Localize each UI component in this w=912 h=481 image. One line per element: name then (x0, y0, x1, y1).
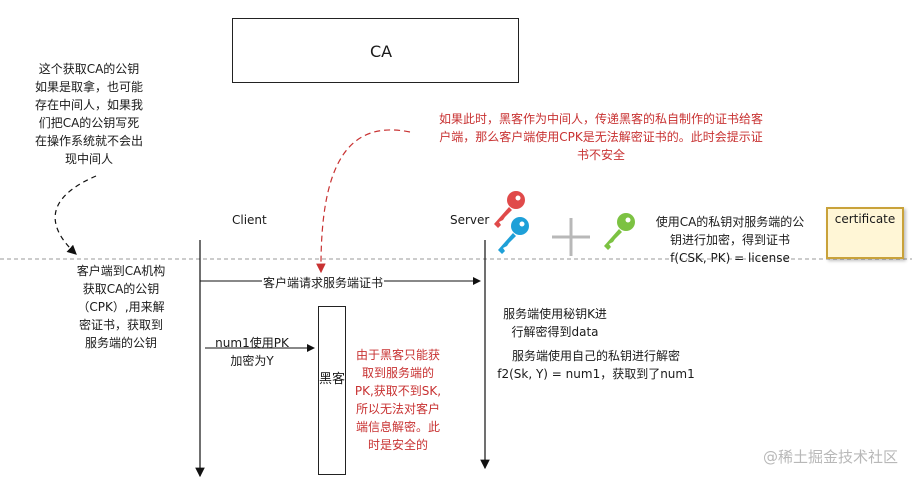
note-line: 存在中间人，如果我 (34, 98, 143, 112)
mitm-warning-note: 如果此时，黑客作为中间人，传递黑客的私自制作的证书给客 户端，那么客户端使用CP… (416, 110, 786, 164)
note-line: num1使用PK (215, 336, 289, 350)
note-line: 使用CA的私钥对服务端的公 (655, 215, 805, 229)
request-label: 客户端请求服务端证书 (262, 274, 385, 292)
certificate-card (826, 207, 904, 259)
server-label: Server (450, 213, 490, 227)
plus-icon (552, 218, 590, 256)
hacker-label: 黑客 (318, 372, 345, 387)
cyan-key-icon (498, 217, 529, 254)
note-line: 户端，那么客户端使用CPK是无法解密证书的。此时会提示证 (439, 130, 763, 144)
sign-note: 使用CA的私钥对服务端的公 钥进行加密，得到证书 f(CSK, PK) = li… (630, 213, 830, 267)
note-line: 时是安全的 (367, 438, 428, 452)
red-key-icon (494, 191, 525, 228)
note-line: 们把CA的公钥写死 (38, 116, 140, 130)
note-line: f(CSK, PK) = license (670, 251, 790, 265)
note-line: 行解密得到data (511, 325, 599, 339)
note-line: 加密为Y (230, 354, 274, 368)
note-line: 这个获取CA的公钥 (38, 62, 140, 76)
certificate-label: certificate (834, 212, 896, 226)
client-label: Client (232, 213, 267, 227)
note-line: （CPK）,用来解 (77, 300, 165, 314)
server-private-note: 服务端使用自己的私钥进行解密 f2(Sk, Y) = num1，获取到了num1 (490, 347, 702, 383)
ca-label: CA (370, 42, 393, 61)
note-line: 由于黑客只能获 (355, 348, 440, 362)
note-line: 服务端使用秘钥K进 (503, 307, 607, 321)
note-line: 所以无法对客户 (355, 402, 440, 416)
server-decrypt-note: 服务端使用秘钥K进 行解密得到data (490, 305, 620, 341)
ca-box (232, 18, 519, 83)
note-line: 服务端使用自己的私钥进行解密 (511, 349, 680, 363)
note-line: 获取CA的公钥 (82, 282, 160, 296)
green-key-icon (604, 213, 635, 250)
red-dashed-arrow (316, 129, 411, 274)
hacker-box (318, 306, 346, 475)
client-ca-note: 客户端到CA机构 获取CA的公钥 （CPK）,用来解 密证书，获取到 服务端的公… (58, 262, 184, 352)
note-line: 如果此时，黑客作为中间人，传递黑客的私自制作的证书给客 (438, 112, 763, 126)
num1-note: num1使用PK 加密为Y (206, 334, 298, 370)
note-line: 如果是取拿，也可能 (34, 80, 143, 94)
note-line: 取到服务端的 (361, 366, 434, 380)
watermark: @稀土掘金技术社区 (762, 448, 898, 466)
note-line: 密证书，获取到 (78, 318, 163, 332)
ca-key-note: 这个获取CA的公钥 如果是取拿，也可能 存在中间人，如果我 们把CA的公钥写死 … (10, 60, 168, 168)
note-dashed-arrow (54, 175, 97, 255)
note-line: 服务端的公钥 (84, 336, 157, 350)
note-line: 客户端到CA机构 (76, 264, 166, 278)
note-line: 现中间人 (64, 152, 113, 166)
note-line: 在操作系统就不会出 (34, 134, 143, 148)
note-line: PK,获取不到SK, (354, 384, 442, 398)
note-line: 端信息解密。此 (355, 420, 440, 434)
note-line: 书不安全 (576, 148, 625, 162)
hacker-safety-note: 由于黑客只能获 取到服务端的 PK,获取不到SK, 所以无法对客户 端信息解密。… (344, 346, 452, 454)
note-line: 钥进行加密，得到证书 (669, 233, 790, 247)
note-line: f2(Sk, Y) = num1，获取到了num1 (497, 367, 695, 381)
